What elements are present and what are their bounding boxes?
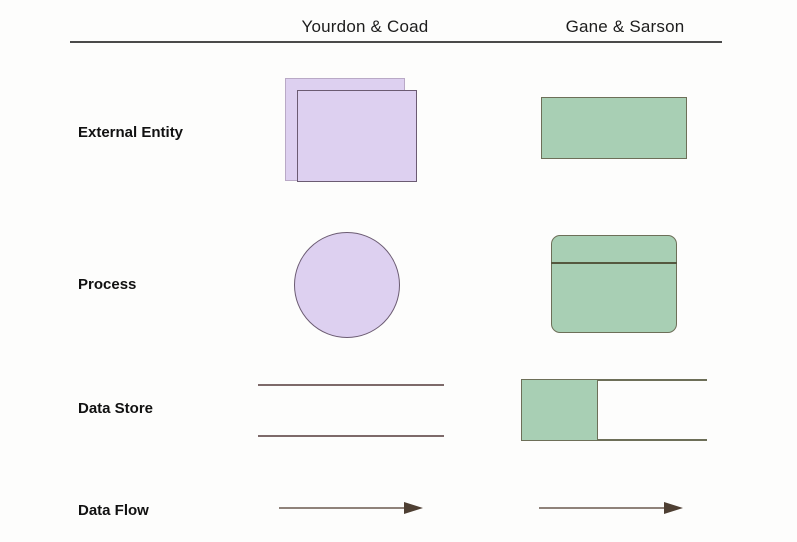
external-entity-gane-rectangle <box>541 97 687 159</box>
column-header-gane-sarson: Gane & Sarson <box>565 17 685 36</box>
column-header-yourdon-coad: Yourdon & Coad <box>301 17 429 36</box>
row-label-data-store: Data Store <box>78 400 154 417</box>
data-store-yourdon-bottom-line <box>258 435 444 437</box>
data-store-gane-bottom-line <box>521 439 707 441</box>
data-flow-yourdon-arrow <box>278 500 424 521</box>
data-flow-gane-arrow <box>538 500 684 521</box>
process-gane-top-band-divider <box>551 262 677 264</box>
process-yourdon-circle <box>294 232 400 338</box>
external-entity-yourdon-front-rectangle <box>297 90 417 182</box>
header-divider-rule <box>70 41 722 43</box>
data-store-gane-id-box <box>521 379 598 441</box>
row-label-external-entity: External Entity <box>78 124 184 141</box>
row-label-process: Process <box>78 276 137 293</box>
process-gane-rounded-rectangle <box>551 235 677 333</box>
row-label-data-flow: Data Flow <box>78 502 149 519</box>
data-store-gane-top-line <box>521 379 707 381</box>
data-store-yourdon-top-line <box>258 384 444 386</box>
